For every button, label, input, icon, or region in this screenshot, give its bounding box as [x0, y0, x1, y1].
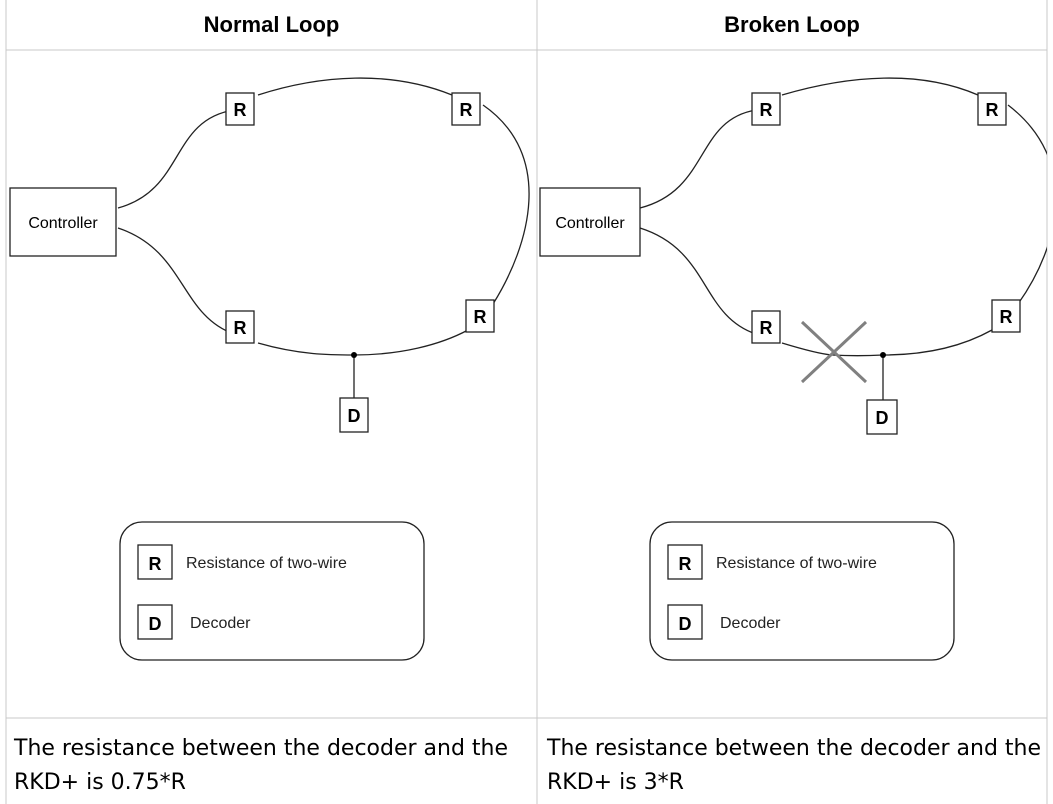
- resistor-label: R: [1000, 307, 1013, 327]
- resistor-label: R: [460, 100, 473, 120]
- wire: [1007, 104, 1047, 305]
- legend-symbol-d: D: [679, 614, 692, 634]
- junction-dot: [351, 352, 357, 358]
- caption-normal-loop: The resistance between the decoder and t…: [14, 736, 509, 795]
- legend-text-d: Decoder: [190, 615, 251, 632]
- legend-symbol-r: R: [679, 554, 692, 574]
- wire: [781, 77, 979, 96]
- resistor-top-right: R: [977, 92, 1007, 126]
- decoder-box: D: [866, 399, 898, 435]
- wire: [257, 342, 355, 356]
- break-mark: [800, 320, 868, 384]
- resistor-bottom-right: R: [991, 299, 1021, 333]
- wire: [117, 109, 235, 209]
- resistor-label: R: [986, 100, 999, 120]
- decoder-label: D: [348, 406, 361, 426]
- resistor-label: R: [234, 318, 247, 338]
- caption-broken-loop: The resistance between the decoder and t…: [547, 736, 1042, 795]
- wire: [639, 109, 757, 209]
- wire: [882, 329, 993, 356]
- resistor-top-right: R: [451, 92, 481, 126]
- resistor-label: R: [234, 100, 247, 120]
- wire: [257, 77, 453, 96]
- resistor-bottom-right: R: [465, 299, 495, 333]
- wire: [353, 329, 469, 356]
- resistor-label: R: [474, 307, 487, 327]
- legend-box: R Resistance of two-wire D Decoder: [649, 521, 955, 661]
- resistor-label: R: [760, 318, 773, 338]
- wire: [639, 227, 757, 335]
- legend-symbol-r: R: [149, 554, 162, 574]
- resistor-bottom-left: R: [225, 310, 255, 344]
- controller-label: Controller: [28, 215, 98, 232]
- legend-text-r: Resistance of two-wire: [716, 555, 877, 572]
- wire: [117, 227, 235, 335]
- broken-loop-diagram: Controller R R R R D R Resistance of two…: [539, 77, 1047, 661]
- controller-box: Controller: [539, 187, 641, 257]
- legend-symbol-d: D: [149, 614, 162, 634]
- legend-text-d: Decoder: [720, 615, 781, 632]
- header-normal-loop: Normal Loop: [203, 12, 340, 37]
- legend-box: R Resistance of two-wire D Decoder: [119, 521, 425, 661]
- controller-box: Controller: [9, 187, 117, 257]
- wire: [781, 342, 833, 356]
- decoder-label: D: [876, 408, 889, 428]
- resistor-label: R: [760, 100, 773, 120]
- controller-label: Controller: [555, 215, 625, 232]
- resistor-bottom-left: R: [751, 310, 781, 344]
- decoder-box: D: [339, 397, 369, 433]
- junction-dot: [880, 352, 886, 358]
- wire: [482, 104, 530, 305]
- header-broken-loop: Broken Loop: [724, 12, 860, 37]
- legend-text-r: Resistance of two-wire: [186, 555, 347, 572]
- normal-loop-diagram: Controller R R R R D R Resistance of two…: [9, 77, 530, 661]
- resistor-top-left: R: [225, 92, 255, 126]
- resistor-top-left: R: [751, 92, 781, 126]
